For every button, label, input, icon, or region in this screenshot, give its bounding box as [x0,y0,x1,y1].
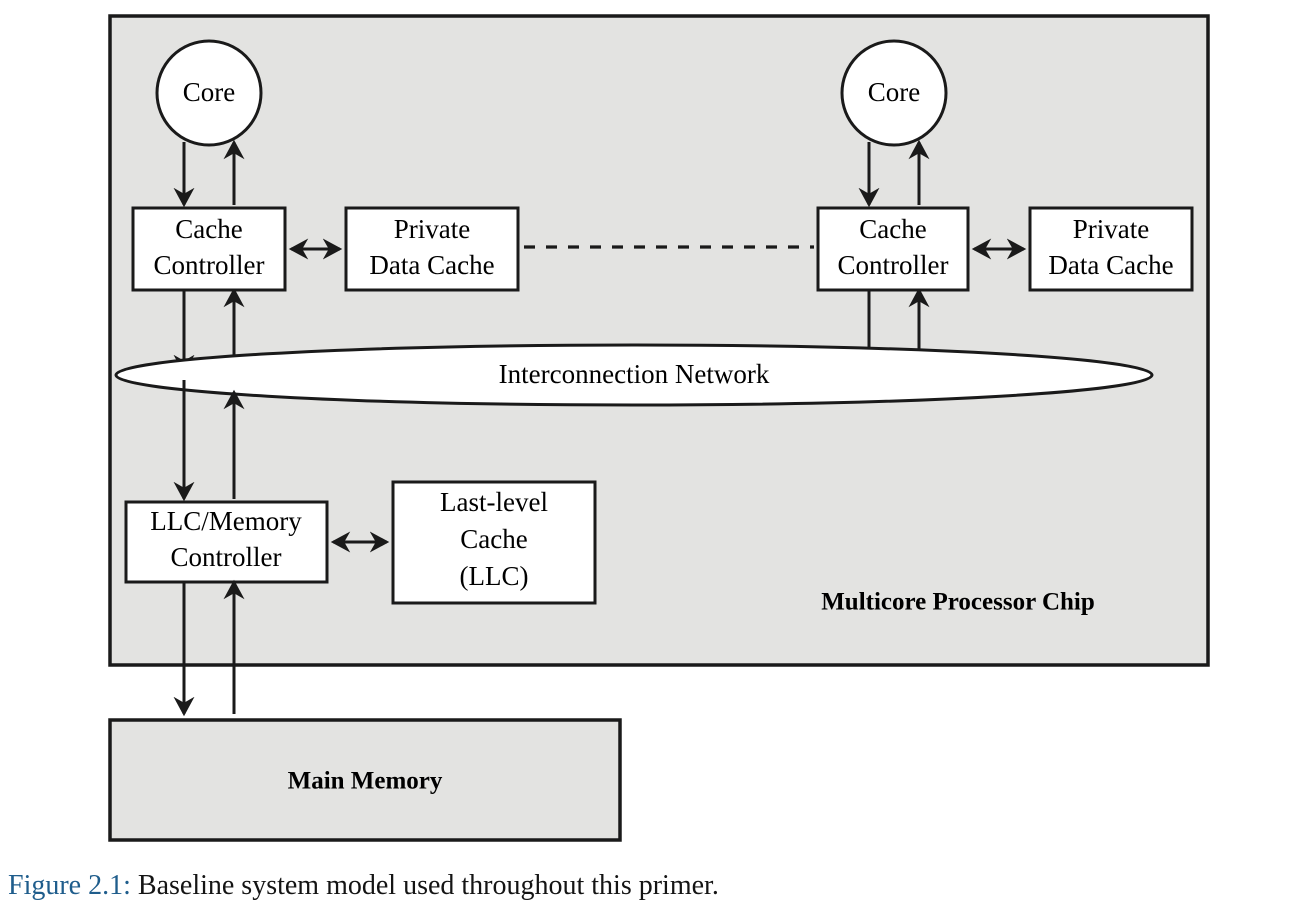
cache-controller-box-right[interactable] [816,206,970,292]
last-level-cache-box[interactable] [391,480,597,605]
cache-controller-line1-left: Cache [175,214,242,244]
cache-controller-box-left[interactable] [131,206,287,292]
core-label-left: Core [183,77,236,107]
interconnection-network-ellipse[interactable] [114,343,1154,407]
system-diagram: Multicore Processor Chip Core Cache Cont… [108,14,1210,842]
core-label-right: Core [868,77,921,107]
figure-caption-text: Baseline system model used throughout th… [137,870,719,901]
figure-caption-number: Figure 2.1: [8,870,131,901]
llc-memory-controller-box[interactable] [124,500,329,584]
last-level-cache-line2: Cache [460,524,527,554]
private-data-cache-line2-right: Data Cache [1048,250,1173,280]
private-data-cache-line2-left: Data Cache [369,250,494,280]
llc-controller-line2: Controller [171,542,282,572]
core-circle-left[interactable] [155,39,263,147]
last-level-cache-line1: Last-level [440,487,548,517]
main-memory-box[interactable] [108,718,622,842]
private-data-cache-box-left[interactable] [344,206,520,292]
chip-label: Multicore Processor Chip [821,589,1095,616]
main-memory-label: Main Memory [288,768,443,795]
cache-controller-line1-right: Cache [859,214,926,244]
private-data-cache-line1-left: Private [394,214,470,244]
private-data-cache-line1-right: Private [1073,214,1149,244]
cache-controller-line2-right: Controller [838,250,949,280]
cache-controller-line2-left: Controller [154,250,265,280]
private-data-cache-box-right[interactable] [1028,206,1194,292]
llc-controller-line1: LLC/Memory [150,506,302,536]
last-level-cache-line3: (LLC) [460,561,529,591]
interconnection-network-label: Interconnection Network [499,359,770,389]
core-circle-right[interactable] [840,39,948,147]
figure-caption: Figure 2.1: Baseline system model used t… [8,868,1298,904]
